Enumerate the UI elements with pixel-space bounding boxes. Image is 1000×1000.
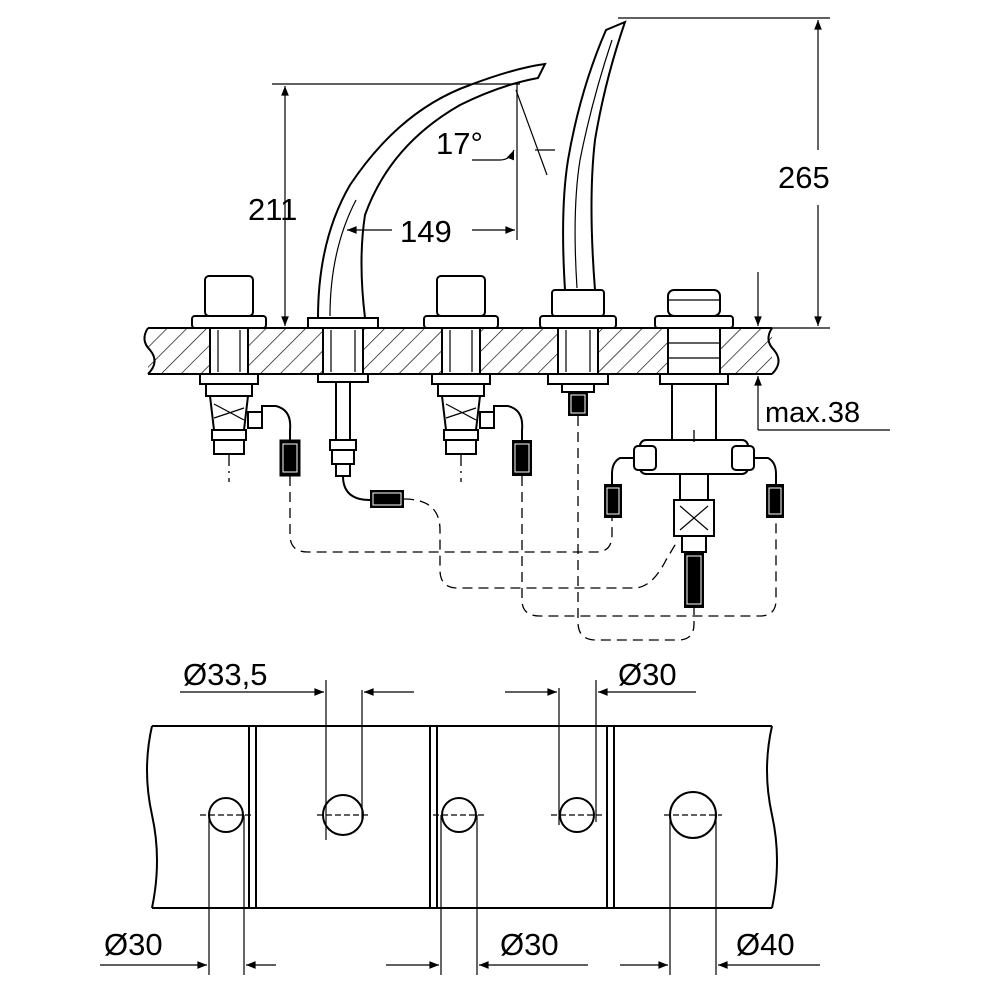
hole-top-left-label: Ø33,5: [183, 657, 267, 692]
spout-angle-label: 17°: [436, 126, 483, 161]
deck-holes: [100, 680, 820, 975]
handshower-height-label: 265: [778, 160, 830, 195]
diverter-unit: [604, 289, 784, 608]
hand-shower: [539, 20, 627, 416]
hole-top-right-label: Ø30: [618, 657, 677, 692]
spout-reach-label: 149: [400, 214, 452, 249]
spout: [307, 62, 547, 508]
spout-height-label: 211: [248, 192, 297, 227]
hose-routing: [289, 416, 777, 641]
deck-plan: [146, 725, 778, 909]
hole-bottom-right-label: Ø40: [736, 927, 795, 962]
hole-bottom-left-label: Ø30: [104, 927, 163, 962]
hole-bottom-mid-label: Ø30: [500, 927, 559, 962]
deck-thickness-label: max.38: [765, 397, 860, 429]
right-valve: [423, 275, 532, 482]
left-valve: [191, 275, 301, 482]
dimension-lines: [272, 17, 890, 431]
